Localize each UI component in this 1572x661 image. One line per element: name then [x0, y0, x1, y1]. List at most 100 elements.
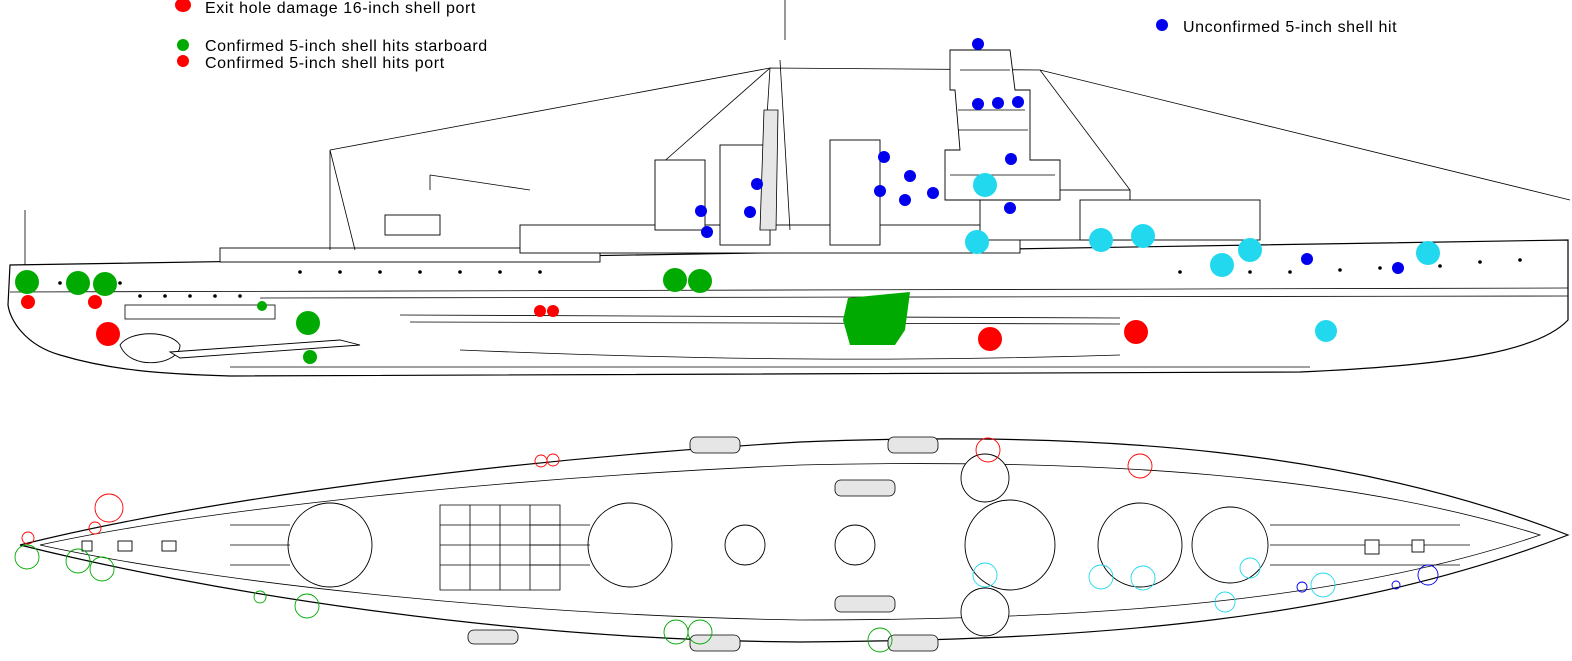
hit-unconfirmed [751, 178, 763, 190]
plan-hit-unconfirmed [1391, 580, 1401, 590]
plan-hit-cyan [972, 562, 998, 588]
hit-unconfirmed [1012, 96, 1024, 108]
hit-cyan [965, 230, 989, 254]
hit-unconfirmed [992, 97, 1004, 109]
plan-hit-starboard [89, 556, 115, 582]
belt-line [409, 321, 1121, 325]
plan-hit-starboard [294, 593, 320, 619]
propeller-shaft [168, 339, 361, 359]
boat [834, 595, 896, 613]
turret-fwd [1097, 502, 1183, 588]
tripod-leg [759, 109, 779, 231]
fore-funnel [829, 139, 881, 246]
deck-outline [19, 438, 1570, 643]
plan-hit-port [94, 493, 124, 523]
hit-unconfirmed [695, 205, 707, 217]
hit-unconfirmed [1004, 202, 1016, 214]
boat [887, 436, 939, 454]
hatch [161, 540, 177, 552]
side-hit-markers [15, 38, 1440, 364]
hit-starboard [257, 301, 267, 311]
hit-port [96, 322, 120, 346]
hit-cyan [1210, 253, 1234, 277]
hit-port [547, 305, 559, 317]
plan-hit-markers [14, 437, 1439, 653]
turret-bow [1191, 506, 1269, 584]
aircraft-deck-grid [439, 504, 561, 591]
hatch [1364, 539, 1380, 555]
hull-bulge [124, 304, 276, 320]
hit-unconfirmed [972, 98, 984, 110]
hit-unconfirmed [1005, 153, 1017, 165]
legend-label-exit-port: Exit hole damage 16-inch shell port [205, 0, 476, 17]
hit-unconfirmed [1301, 253, 1313, 265]
plan-hit-port [546, 453, 560, 467]
hit-starboard [15, 270, 39, 294]
plan-hit-cyan [1214, 591, 1236, 613]
bilge-line [459, 349, 1121, 360]
plan-exit-hole [1127, 453, 1153, 479]
exit-hole-port [978, 327, 1002, 351]
deck-line [9, 287, 1569, 293]
hit-unconfirmed [972, 38, 984, 50]
hit-starboard [688, 269, 712, 293]
floatplane [384, 214, 441, 236]
hit-starboard [303, 350, 317, 364]
hit-unconfirmed [1392, 262, 1404, 274]
legend-marker-exit-port [175, 0, 191, 12]
gun-barrels-aft [230, 524, 290, 566]
belt-line [259, 295, 1569, 299]
hit-starboard-large [843, 292, 910, 345]
secondary-mount [960, 587, 1010, 637]
hatch [117, 540, 133, 552]
secondary-mount [960, 453, 1010, 503]
hit-unconfirmed [878, 151, 890, 163]
turret-aft [287, 502, 373, 588]
plan-hit-unconfirmed [1417, 564, 1439, 586]
mainmast [329, 149, 356, 251]
portholes [58, 258, 1522, 298]
hull-outline [7, 239, 1569, 377]
hit-cyan [1131, 224, 1155, 248]
belt-line [399, 314, 1121, 319]
rigging-wire [659, 67, 771, 166]
plan-hit-port [534, 454, 548, 468]
aft-fire-control [654, 159, 706, 231]
plan-hit-starboard [65, 548, 91, 574]
hit-unconfirmed [744, 206, 756, 218]
boat [887, 634, 939, 652]
plan-hit-starboard [687, 619, 713, 645]
plan-hit-starboard [14, 544, 40, 570]
hit-unconfirmed [927, 187, 939, 199]
funnel-top [724, 524, 766, 566]
hit-starboard [296, 311, 320, 335]
plan-exit-hole [975, 437, 1001, 463]
hit-starboard [663, 268, 687, 292]
plan-hit-cyan [1310, 572, 1336, 598]
hatch [81, 540, 93, 552]
turret-fwd-superfiring [964, 499, 1056, 591]
hit-cyan [1315, 320, 1337, 342]
legend-item-exit-port: Exit hole damage 16-inch shell port [175, 0, 476, 17]
tower-platforms [950, 69, 1055, 176]
hit-cyan [1416, 241, 1440, 265]
hit-cyan [1089, 228, 1113, 252]
plan-hit-port [21, 531, 35, 545]
hit-cyan [1238, 238, 1262, 262]
hit-unconfirmed [701, 226, 713, 238]
boat [689, 634, 741, 652]
aft-deckhouse [219, 247, 601, 263]
pagoda-tower [944, 49, 1061, 201]
legend-item-unconfirmed: Unconfirmed 5-inch shell hit [1156, 19, 1397, 36]
plan-hit-starboard [867, 627, 893, 653]
deck-edge [39, 463, 1542, 621]
plan-hit-cyan [1088, 564, 1114, 590]
hit-unconfirmed [874, 185, 886, 197]
hit-port [534, 305, 546, 317]
hit-port [21, 295, 35, 309]
hit-port [88, 295, 102, 309]
legend-label-confirmed-starboard: Confirmed 5-inch shell hits starboard [205, 38, 488, 55]
hit-unconfirmed [904, 170, 916, 182]
boat [834, 479, 896, 497]
